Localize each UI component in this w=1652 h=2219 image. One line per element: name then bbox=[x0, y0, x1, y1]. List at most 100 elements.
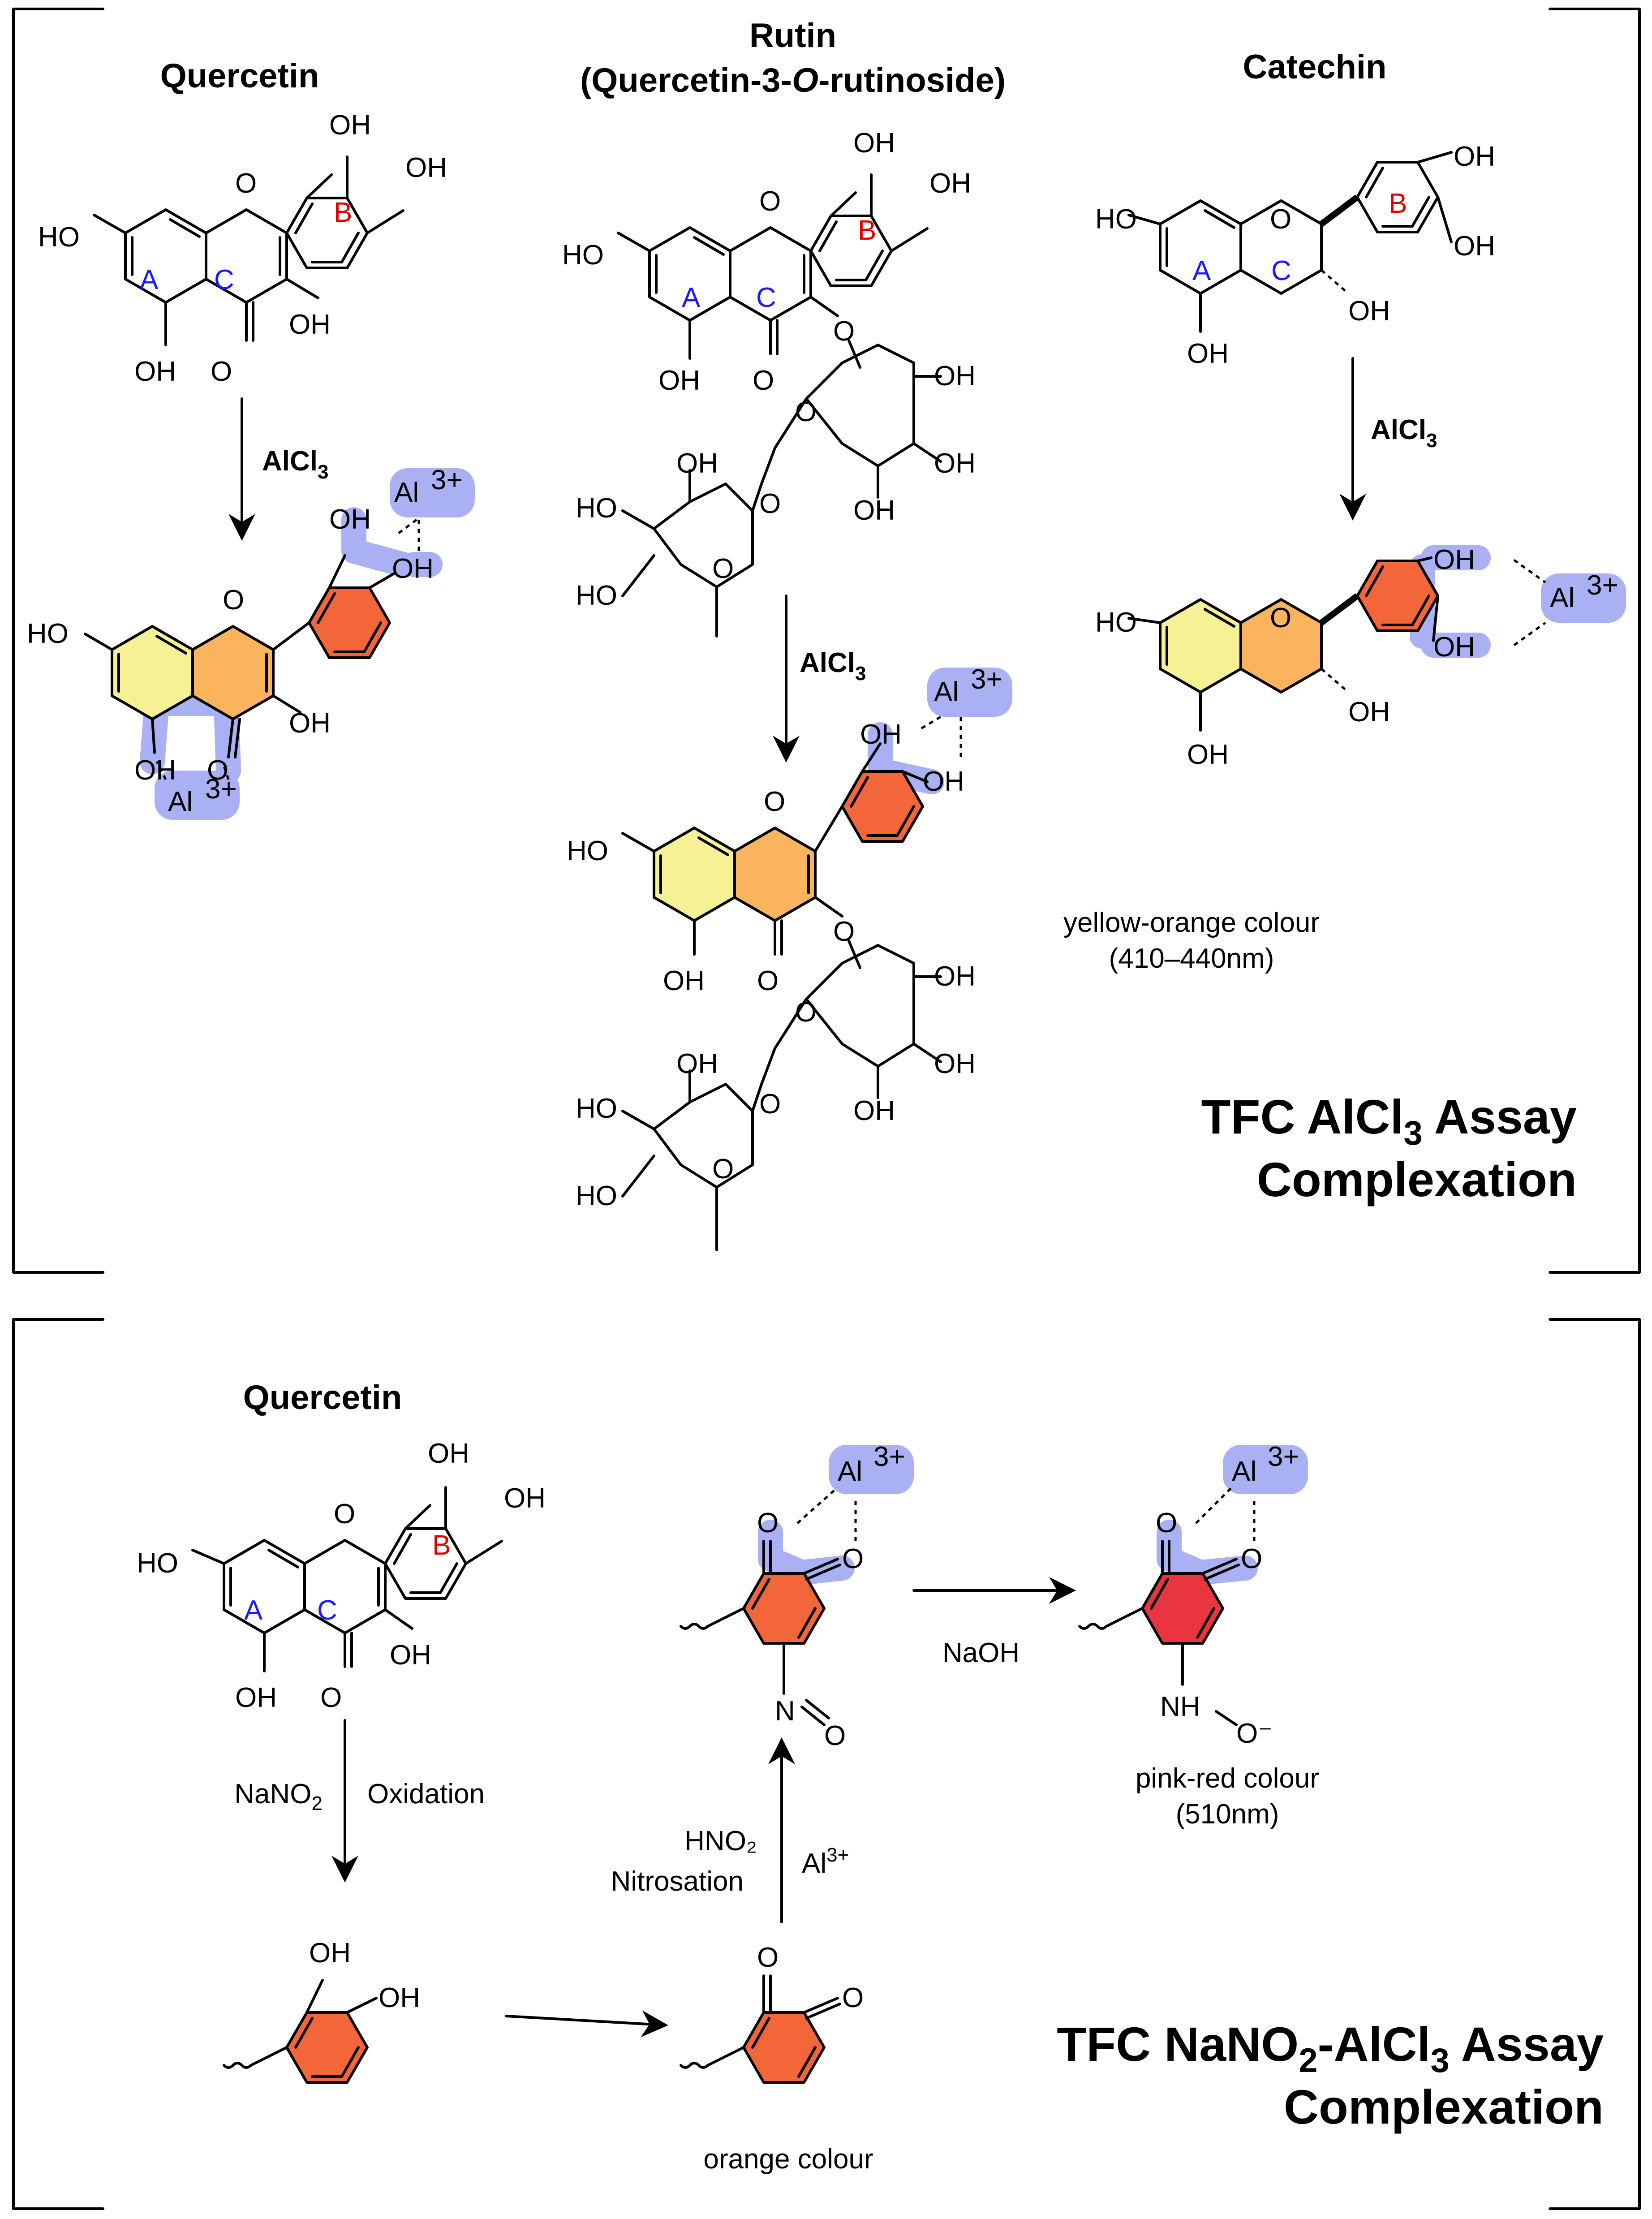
atom-al: Al bbox=[1550, 582, 1575, 613]
rutin-al-complex bbox=[621, 668, 1012, 1251]
atom-oh: OH bbox=[663, 965, 705, 996]
ring-c-label: C bbox=[317, 1595, 337, 1626]
atom-oh: OH bbox=[860, 719, 902, 750]
atom-o: O bbox=[320, 1682, 342, 1713]
atom-charge: 3+ bbox=[1587, 570, 1618, 601]
atom-o: O bbox=[757, 1942, 779, 1973]
atom-oh: OH bbox=[934, 1048, 976, 1079]
atom-ho: HO bbox=[562, 240, 604, 271]
catechin-complex-labels: Al 3+ OH OH O HO OH OH bbox=[1095, 544, 1618, 770]
atom-oh: OH bbox=[405, 152, 447, 183]
atom-o: O bbox=[795, 396, 817, 427]
quercetin-2-atom-labels: OH OH O HO OH OH O A C B bbox=[137, 1438, 546, 1713]
atom-oh: OH bbox=[853, 1095, 895, 1126]
atom-oh: OH bbox=[934, 961, 976, 992]
ring-b-label: B bbox=[334, 197, 352, 228]
atom-ho: HO bbox=[137, 1548, 178, 1579]
atom-ho: HO bbox=[576, 493, 617, 524]
atom-charge: 3+ bbox=[873, 1441, 905, 1472]
atom-al: Al bbox=[934, 676, 959, 707]
step3-reagent: HNO₂ bbox=[684, 1826, 757, 1857]
ring-c-label: C bbox=[756, 282, 776, 313]
atom-charge: 3+ bbox=[971, 664, 1002, 695]
atom-oh: OH bbox=[676, 1048, 718, 1079]
atom-o: O bbox=[759, 488, 781, 519]
atom-n: N bbox=[775, 1696, 795, 1727]
atom-o: O bbox=[712, 553, 734, 584]
atom-oh: OH bbox=[392, 553, 434, 584]
atom-ho: HO bbox=[567, 836, 608, 866]
atom-ho: HO bbox=[27, 618, 69, 649]
assay-title-nano2-line2: Complexation bbox=[1284, 2080, 1604, 2134]
atom-o: O bbox=[712, 1154, 734, 1185]
rutin-complex-labels: Al 3+ OH OH O HO OH O O OH O OH OH O OH … bbox=[567, 664, 1002, 1211]
ring-a-label: A bbox=[682, 282, 701, 313]
catechin-title: Catechin bbox=[1243, 48, 1387, 86]
atom-o: O bbox=[207, 755, 228, 786]
atom-o: O bbox=[757, 965, 779, 996]
atom-oh: OH bbox=[1433, 544, 1475, 575]
nitroso-al-complex bbox=[680, 1445, 914, 1726]
atom-oh: OH bbox=[853, 495, 895, 526]
atom-oh: OH bbox=[235, 1682, 277, 1713]
atom-oh: OH bbox=[134, 356, 176, 387]
atom-oh: OH bbox=[934, 448, 976, 479]
atom-oh: OH bbox=[289, 309, 331, 340]
panel2-brackets bbox=[12, 1318, 1641, 2210]
atom-ho: HO bbox=[576, 1181, 617, 1211]
atom-oh: OH bbox=[658, 365, 700, 396]
atom-oh: OH bbox=[134, 755, 176, 786]
colour-note-wavelength: (410–440nm) bbox=[1109, 943, 1274, 974]
rutin-subtitle: (Quercetin-3-O-rutinoside) bbox=[580, 61, 1006, 99]
atom-oh: OH bbox=[504, 1483, 546, 1514]
atom-oh: OH bbox=[1187, 739, 1229, 770]
atom-o: O bbox=[1270, 204, 1291, 235]
ring-b-label: B bbox=[1389, 188, 1407, 219]
assay-title-nano2: TFC NaNO2-AlCl3 Assay bbox=[1057, 2017, 1604, 2080]
atom-o: O bbox=[1241, 1543, 1262, 1574]
atom-ho: HO bbox=[1095, 204, 1137, 235]
atom-oh: OH bbox=[1348, 296, 1390, 327]
atom-o: O bbox=[759, 186, 781, 217]
ring-a-label: A bbox=[140, 264, 159, 295]
atom-charge: 3+ bbox=[205, 774, 237, 805]
catechin-structure bbox=[1127, 151, 1453, 333]
atom-o: O bbox=[235, 168, 257, 199]
step1-reagent: NaNO2 bbox=[234, 1779, 323, 1814]
atom-ho: HO bbox=[576, 580, 617, 611]
atom-oh: OH bbox=[929, 168, 971, 199]
ring-a-label: A bbox=[244, 1595, 263, 1626]
atom-oh: OH bbox=[329, 504, 371, 535]
step3-al: Al3+ bbox=[802, 1844, 849, 1879]
atom-o: O bbox=[211, 356, 232, 387]
quercetin-al-complex bbox=[84, 468, 475, 820]
atom-oh: OH bbox=[289, 708, 331, 739]
atom-oh: OH bbox=[923, 766, 964, 797]
atom-oh: OH bbox=[1454, 231, 1495, 262]
ring-b-label: B bbox=[858, 215, 876, 246]
atom-oh: OH bbox=[853, 128, 895, 159]
step1-label: Oxidation bbox=[367, 1779, 485, 1810]
ring-c-label: C bbox=[1271, 255, 1291, 286]
ring-a-label: A bbox=[1192, 255, 1211, 286]
ring-b-label: B bbox=[432, 1530, 451, 1561]
rutin-title: Rutin bbox=[749, 17, 836, 55]
step3-label: Nitrosation bbox=[611, 1866, 744, 1897]
atom-o: O bbox=[764, 786, 785, 817]
atom-ho: HO bbox=[576, 1093, 617, 1124]
catechin-atom-labels: OH OH O HO OH OH A C B bbox=[1095, 141, 1495, 369]
atom-oh: OH bbox=[329, 110, 371, 141]
atom-o: O bbox=[223, 585, 244, 616]
quercetin-structure-2 bbox=[191, 1486, 503, 1672]
atom-oh: OH bbox=[390, 1640, 431, 1671]
orange-colour-note: orange colour bbox=[703, 2144, 873, 2175]
colour-note: yellow-orange colour bbox=[1063, 907, 1320, 938]
rutin-structure bbox=[617, 173, 942, 638]
atom-oh: OH bbox=[428, 1438, 469, 1469]
atom-ho: HO bbox=[1095, 607, 1137, 638]
atom-charge: 3+ bbox=[431, 465, 463, 496]
atom-o: O bbox=[833, 916, 855, 947]
quercetin-atom-labels: OH OH O HO OH OH O A C B bbox=[38, 110, 447, 387]
step4-reagent: NaOH bbox=[942, 1637, 1020, 1668]
